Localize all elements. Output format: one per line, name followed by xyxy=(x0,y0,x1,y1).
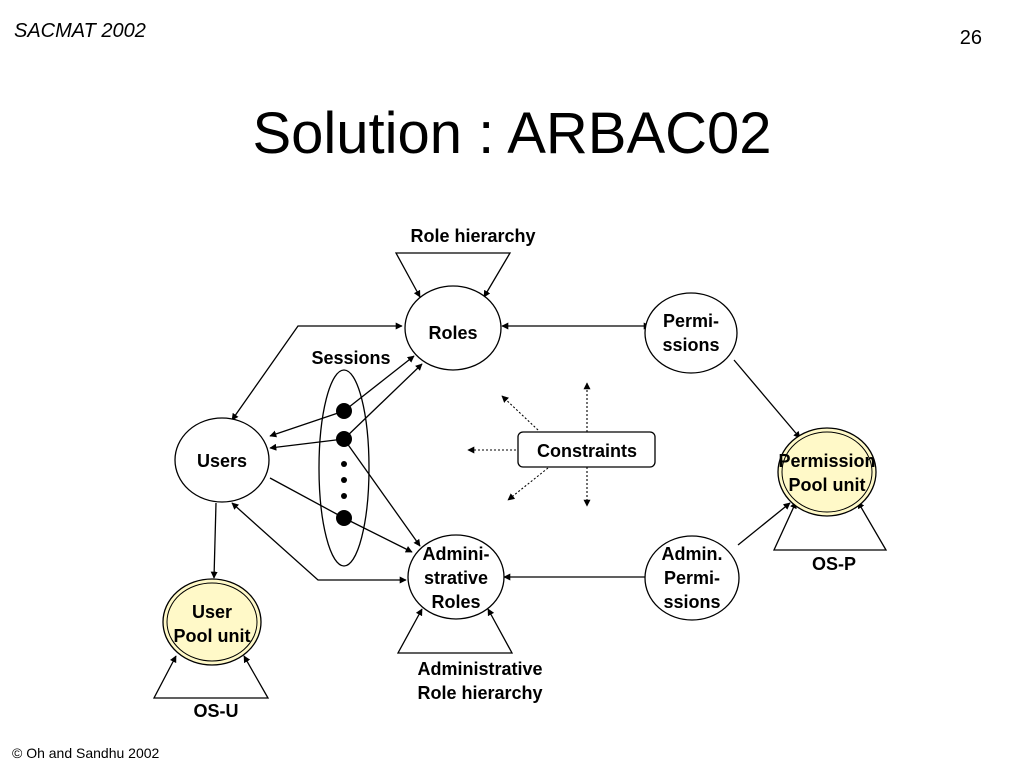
session-1-users-arrow xyxy=(269,410,345,438)
session-2-users-arrow xyxy=(269,438,345,451)
permissions-to-pool-arrow xyxy=(733,359,801,439)
permission-pool-label-2: Pool unit xyxy=(789,475,866,495)
session-3-admin-roles-arrow xyxy=(343,517,413,553)
ellipsis-dot-1 xyxy=(341,461,347,467)
session-dot-2 xyxy=(336,431,352,447)
admin-permissions-label-1: Admin. xyxy=(662,544,723,564)
constraint-arrow-upleft xyxy=(501,395,539,431)
session-2-admin-roles-arrow xyxy=(343,438,421,547)
os-p-label: OS-P xyxy=(812,554,856,574)
conference-label: SACMAT 2002 xyxy=(14,20,146,42)
admin-role-hierarchy-label-2: Role hierarchy xyxy=(417,683,542,703)
page-number: 26 xyxy=(959,27,982,49)
sessions-ellipse xyxy=(318,369,370,567)
roles-node xyxy=(404,285,502,371)
permissions-label-1: Permi- xyxy=(663,311,719,331)
admin-roles-node xyxy=(407,534,505,620)
constraint-arrow-downleft xyxy=(507,467,549,501)
session-dot-3 xyxy=(336,510,352,526)
session-dot-1 xyxy=(336,403,352,419)
admin-roles-label-3: Roles xyxy=(431,592,480,612)
users-node xyxy=(174,417,270,503)
session-1-roles-arrow xyxy=(343,355,415,412)
permissions-node xyxy=(644,292,738,374)
admin-roles-label-2: strative xyxy=(424,568,488,588)
role-hierarchy-loop xyxy=(394,252,512,298)
admin-roles-label-1: Admini- xyxy=(423,544,490,564)
ellipsis-dot-3 xyxy=(341,493,347,499)
admin-permissions-label-3: ssions xyxy=(663,592,720,612)
users-label: Users xyxy=(197,451,247,471)
slide-title: Solution : ARBAC02 xyxy=(252,101,772,166)
os-p-loop xyxy=(772,501,888,551)
permission-pool-label-1: Permission xyxy=(778,451,875,471)
session-3-users-arrow xyxy=(269,477,345,519)
constraints-box xyxy=(517,431,656,468)
roles-label: Roles xyxy=(428,323,477,343)
role-hierarchy-label: Role hierarchy xyxy=(410,226,535,246)
users-admin-roles-arrow xyxy=(231,502,407,584)
admin-permissions-to-pool-arrow xyxy=(737,502,791,546)
ellipsis-dot-2 xyxy=(341,477,347,483)
sessions-label: Sessions xyxy=(311,348,390,368)
admin-role-hierarchy-loop xyxy=(396,608,514,654)
constraints-label: Constraints xyxy=(537,441,637,461)
session-2-roles-arrow xyxy=(343,363,423,440)
users-roles-arrow xyxy=(231,322,403,421)
user-pool-label-1: User xyxy=(192,602,232,622)
admin-role-hierarchy-label-1: Administrative xyxy=(417,659,542,679)
user-pool-label-2: Pool unit xyxy=(174,626,251,646)
admin-permissions-node xyxy=(644,535,740,621)
user-pool-node xyxy=(162,578,262,666)
os-u-label: OS-U xyxy=(194,701,239,721)
os-u-loop xyxy=(152,655,270,699)
users-to-user-pool-arrow xyxy=(210,502,218,579)
permissions-label-2: ssions xyxy=(662,335,719,355)
copyright-footer: © Oh and Sandhu 2002 xyxy=(12,745,160,761)
permission-pool-node xyxy=(777,427,877,517)
admin-permissions-label-2: Permi- xyxy=(664,568,720,588)
